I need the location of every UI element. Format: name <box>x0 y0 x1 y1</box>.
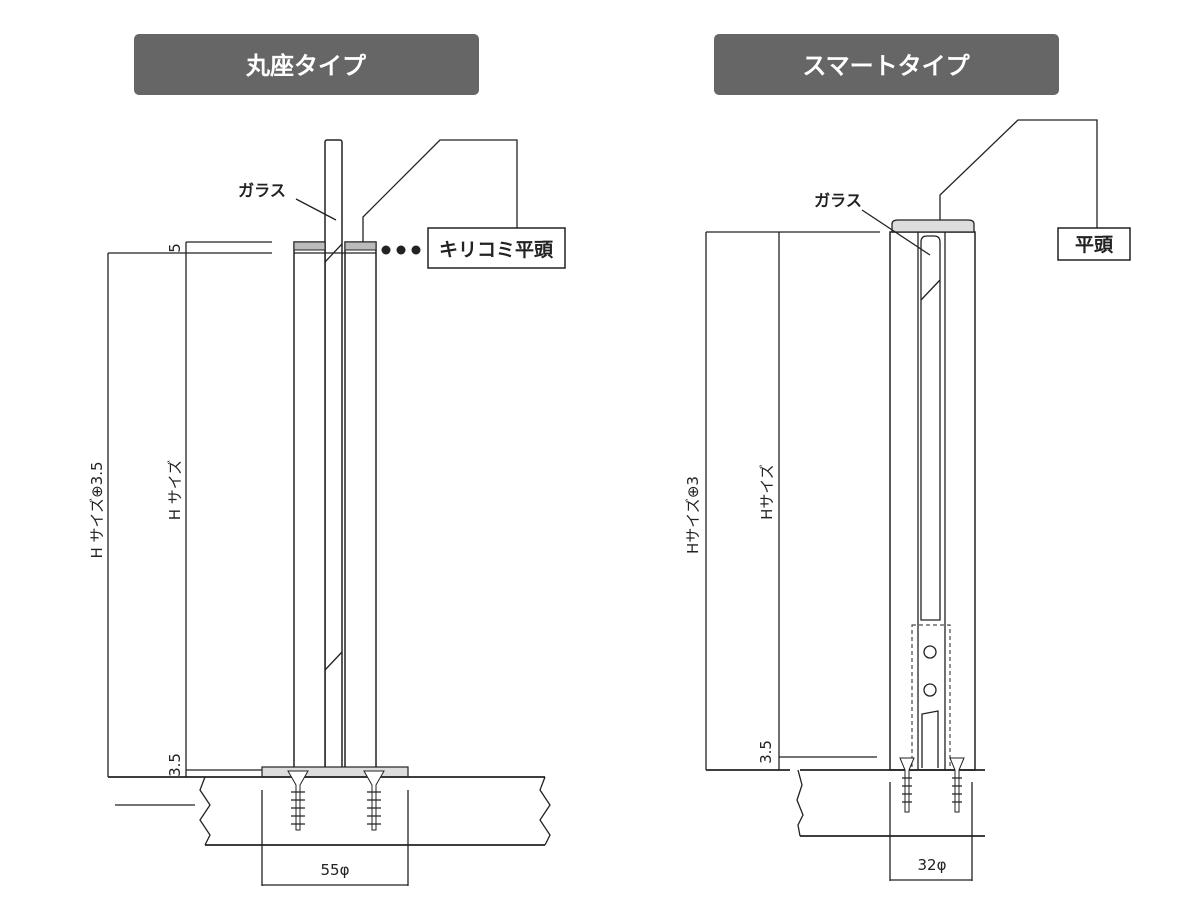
left-dim-bottom: 3.5 <box>166 753 184 777</box>
left-dim-outer-height: H サイズ⊕3.5 <box>88 461 106 558</box>
screw-icon <box>899 757 915 813</box>
right-header: スマートタイプ <box>802 52 970 80</box>
screw-icon <box>363 770 385 831</box>
right-dim-bottom: 3.5 <box>757 740 775 764</box>
right-diagram: スマートタイプ 3.5 Hサイズ⊕3 Hサイズ 32φ <box>684 34 1131 881</box>
left-dim-inner-height: H サイズ <box>166 460 184 521</box>
left-diagram: 丸座タイプ 5 3.5 H サイズ⊕3.5 H サイズ <box>88 34 566 886</box>
screw-icon <box>949 757 965 813</box>
right-header-box <box>714 34 1059 95</box>
left-glass <box>324 139 343 777</box>
right-glass-label: ガラス <box>814 191 862 210</box>
right-dim-base: 32φ <box>918 856 947 874</box>
left-callout: キリコミ平頭 <box>439 239 554 261</box>
screw-icon <box>287 770 309 831</box>
right-callout-box <box>1057 227 1131 261</box>
left-post-left <box>293 241 326 777</box>
left-dim-top: 5 <box>166 243 184 253</box>
right-dim-inner-height: Hサイズ <box>758 464 776 520</box>
left-header: 丸座タイプ <box>245 52 367 80</box>
left-post-right <box>344 241 377 777</box>
left-header-box <box>134 34 479 95</box>
left-callout-box <box>427 227 566 269</box>
left-glass-label: ガラス <box>238 181 286 200</box>
right-dim-outer-height: Hサイズ⊕3 <box>684 476 702 554</box>
right-post <box>889 231 976 771</box>
right-callout: 平頭 <box>1075 234 1114 256</box>
left-dim-base: 55φ <box>321 861 350 879</box>
